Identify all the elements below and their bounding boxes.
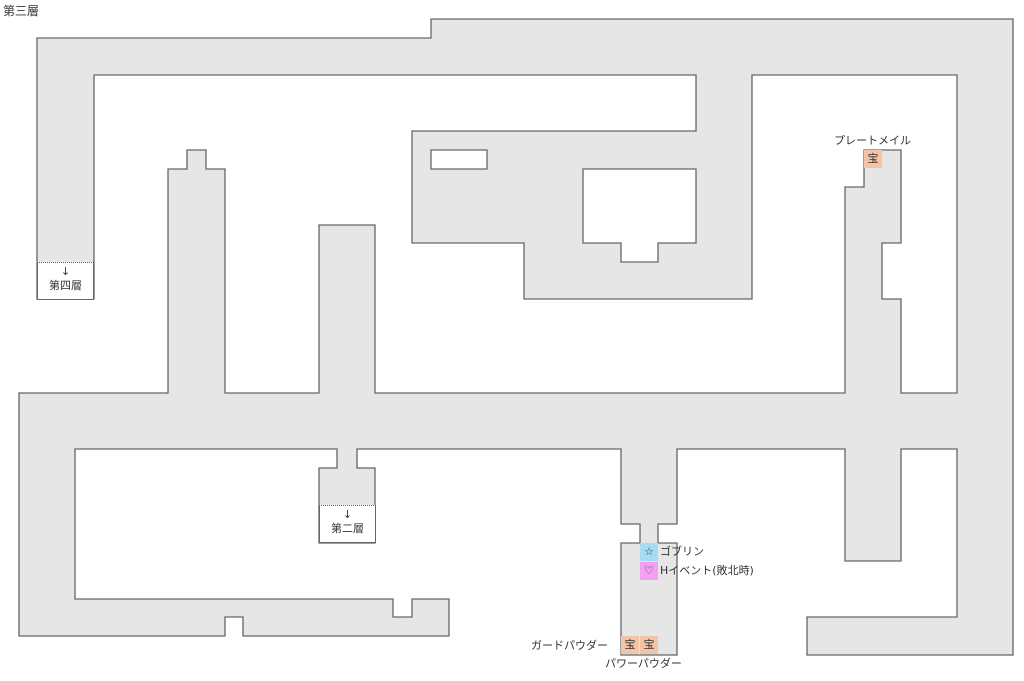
stairs-label: 第二層	[331, 522, 364, 535]
event-heart-icon[interactable]: ♡	[640, 562, 658, 580]
guard-powder-label: ガードパウダー	[531, 639, 608, 652]
goblin-label: ゴブリン	[660, 545, 704, 558]
stairs-down-to-2f[interactable]: ↓ 第二層	[319, 505, 376, 543]
treasure-icon[interactable]: 宝	[621, 636, 639, 654]
h-event-label: Hイベント(敗北時)	[660, 564, 754, 577]
stairs-down-to-4f[interactable]: ↓ 第四層	[37, 262, 94, 300]
enemy-star-icon[interactable]: ☆	[640, 543, 658, 561]
treasure-icon[interactable]: 宝	[864, 150, 882, 168]
plate-mail-label: プレートメイル	[834, 134, 911, 147]
down-arrow-icon: ↓	[342, 508, 353, 521]
treasure-icon[interactable]: 宝	[640, 636, 658, 654]
stairs-label: 第四層	[49, 279, 82, 292]
floor-corridors	[18, 18, 1014, 656]
power-powder-label: パワーパウダー	[605, 657, 682, 670]
down-arrow-icon: ↓	[60, 265, 71, 278]
floor-title: 第三層	[3, 4, 40, 18]
